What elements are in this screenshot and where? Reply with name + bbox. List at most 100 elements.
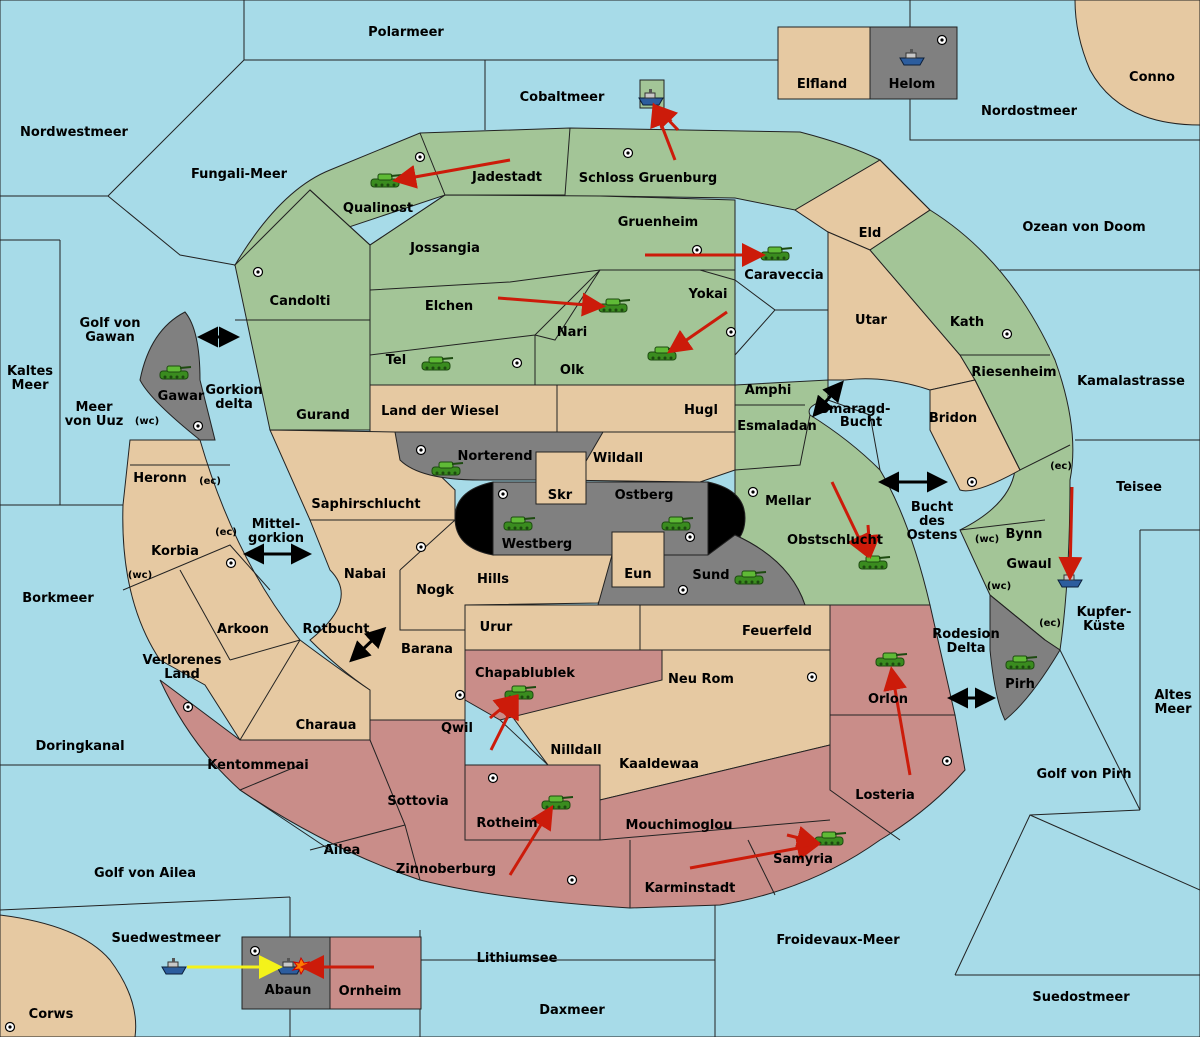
label-amphi: Amphi — [745, 383, 792, 398]
label-sottovia: Sottovia — [387, 794, 448, 809]
label-suedostmeer: Suedostmeer — [1032, 990, 1130, 1005]
label-orlon: Orlon — [868, 692, 908, 707]
coast-label-ec: (ec) — [199, 476, 221, 487]
ornheim-region — [329, 936, 422, 1010]
label-nordostmeer: Nordostmeer — [981, 104, 1078, 119]
label-obstschlucht: Obstschlucht — [787, 533, 883, 548]
supply-center-icon — [192, 420, 204, 432]
label-esmaladan: Esmaladan — [737, 419, 817, 434]
label-abaun: Abaun — [265, 983, 312, 998]
region-borders — [122, 127, 1071, 908]
label-qwil: Qwil — [441, 721, 473, 736]
label-nabai: Nabai — [344, 567, 386, 582]
label-kaaldewaa: Kaaldewaa — [619, 757, 699, 772]
coast-label-ec: (ec) — [215, 527, 237, 538]
label-smaragd-bucht-2: Bucht — [840, 415, 882, 430]
supply-center-icon — [684, 531, 696, 543]
supply-center-icon — [1001, 328, 1013, 340]
label-mittelgorkion-2: gorkion — [248, 531, 304, 546]
label-rotbucht: Rotbucht — [303, 622, 370, 637]
label-bridon: Bridon — [929, 411, 977, 426]
label-saphirschlucht: Saphirschlucht — [311, 497, 420, 512]
label-ostberg: Ostberg — [615, 488, 674, 503]
label-gawar: Gawar — [158, 389, 205, 404]
coast-label-wc: (wc) — [128, 570, 152, 581]
supply-center-icon — [487, 772, 499, 784]
center-tan-region — [309, 519, 613, 721]
west-black-cap — [454, 481, 494, 556]
supply-center-icon — [415, 444, 427, 456]
supply-center-icon — [941, 755, 953, 767]
label-yokai: Yokai — [687, 287, 727, 302]
supply-center-icon — [497, 488, 509, 500]
label-samyria: Samyria — [773, 852, 833, 867]
supply-center-icon — [725, 326, 737, 338]
label-golf-von-gawan-1: Golf von — [80, 316, 141, 331]
label-korbia: Korbia — [151, 544, 199, 559]
label-kupferkueste-1: Kupfer- — [1077, 605, 1132, 620]
label-rotheim: Rotheim — [476, 816, 537, 831]
label-froidevaux-meer: Froidevaux-Meer — [776, 933, 900, 948]
label-golf-von-gawan-2: Gawan — [85, 330, 134, 345]
label-borkmeer: Borkmeer — [22, 591, 94, 606]
supply-center-icon — [806, 671, 818, 683]
label-nogk: Nogk — [416, 583, 454, 598]
coast-label-wc: (wc) — [135, 416, 159, 427]
label-bucht-des-ostens-2: des — [919, 514, 945, 529]
label-kaltes-meer-2: Meer — [12, 378, 50, 393]
label-golf-von-pirh: Golf von Pirh — [1036, 767, 1131, 782]
supply-center-icon — [966, 476, 978, 488]
label-skr: Skr — [548, 488, 573, 503]
corws-land — [0, 914, 137, 1037]
label-elfland: Elfland — [797, 77, 847, 92]
label-barana: Barana — [401, 642, 453, 657]
supply-center-icon — [622, 147, 634, 159]
label-meer-von-uuz-2: von Uuz — [65, 414, 124, 429]
coast-label-wc: (wc) — [987, 581, 1011, 592]
label-kamalastrasse: Kamalastrasse — [1077, 374, 1185, 389]
label-gorkion-delta-1: Gorkion — [205, 383, 262, 398]
label-teisee: Teisee — [1116, 480, 1162, 495]
label-land-der-wiesel: Land der Wiesel — [381, 404, 499, 419]
supply-center-icon — [249, 945, 261, 957]
label-helom: Helom — [889, 77, 936, 92]
label-ornheim: Ornheim — [339, 984, 402, 999]
label-candolti: Candolti — [270, 294, 331, 309]
land-der-wiesel-hugl-region — [369, 384, 736, 433]
label-cobaltmeer: Cobaltmeer — [520, 90, 605, 105]
label-utar: Utar — [855, 313, 888, 328]
label-qualinost: Qualinost — [343, 201, 413, 216]
label-westberg: Westberg — [502, 537, 572, 552]
label-bynn: Bynn — [1006, 527, 1043, 542]
label-doringkanal: Doringkanal — [35, 739, 124, 754]
label-norterend: Norterend — [457, 449, 532, 464]
label-jadestadt: Jadestadt — [471, 170, 542, 185]
label-golf-von-ailea: Golf von Ailea — [94, 866, 196, 881]
coast-label-ec: (ec) — [1039, 618, 1061, 629]
label-nilldall: Nilldall — [550, 743, 601, 758]
label-kentommenai: Kentommenai — [207, 758, 308, 773]
label-heronn: Heronn — [133, 471, 187, 486]
label-caraveccia: Caraveccia — [744, 268, 823, 283]
label-karminstadt: Karminstadt — [645, 881, 736, 896]
label-gwaul: Gwaul — [1006, 557, 1051, 572]
label-ailea: Ailea — [324, 843, 361, 858]
label-altes-meer-1: Altes — [1154, 688, 1192, 703]
label-nordwestmeer: Nordwestmeer — [20, 125, 128, 140]
label-riesenheim: Riesenheim — [971, 365, 1056, 380]
label-polarmeer: Polarmeer — [368, 25, 444, 40]
label-kupferkueste-2: Küste — [1083, 619, 1125, 634]
label-kath: Kath — [950, 315, 984, 330]
label-fungali-meer: Fungali-Meer — [191, 167, 288, 182]
supply-center-icon — [454, 689, 466, 701]
label-lithiumsee: Lithiumsee — [477, 951, 558, 966]
supply-center-icon — [414, 151, 426, 163]
label-hills: Hills — [477, 572, 509, 587]
label-verlorenes-land-2: Land — [164, 667, 200, 682]
label-daxmeer: Daxmeer — [539, 1003, 605, 1018]
label-arkoon: Arkoon — [217, 622, 269, 637]
label-losteria: Losteria — [855, 788, 915, 803]
label-kaltes-meer-1: Kaltes — [7, 364, 53, 379]
elfland-region — [777, 26, 871, 100]
